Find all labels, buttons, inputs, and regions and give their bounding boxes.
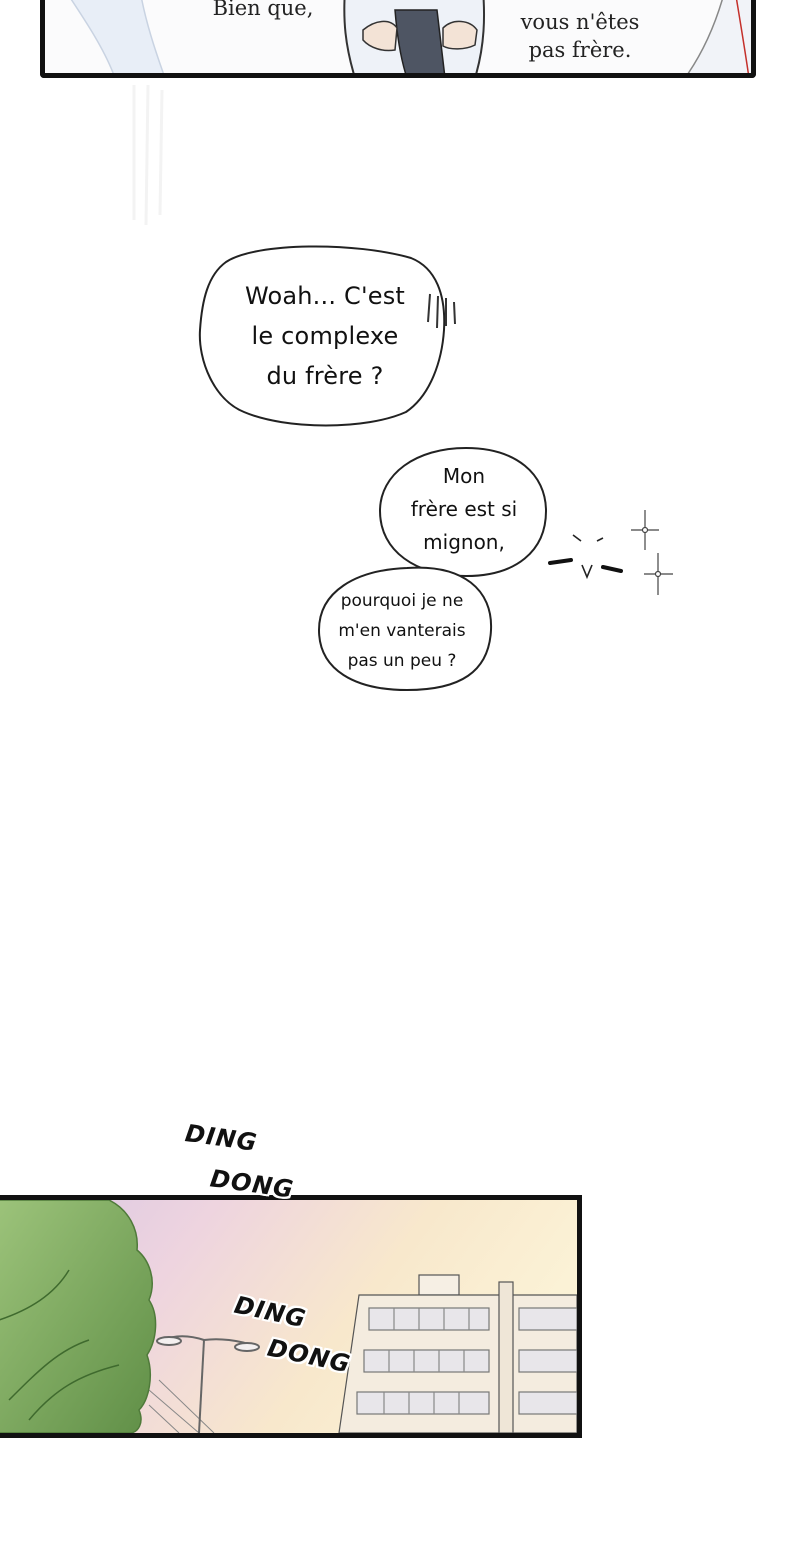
street-lamp (156, 1335, 260, 1433)
top-comic-panel: Bien que, vous n'êtes pas frère. (40, 0, 756, 78)
bottom-panel-artwork (0, 1200, 577, 1433)
speech-bubble-2-text: Mon frère est si mignon, (410, 464, 518, 554)
caption-left: Bien que, (212, 0, 314, 20)
tree (0, 1200, 157, 1433)
speech-bubble-3 (317, 566, 493, 692)
caption-right: vous n'êtes pas frère. (520, 10, 640, 62)
sfx-ding-outside: DING (183, 1119, 260, 1157)
smug-face-drawing (548, 510, 673, 595)
speech-bubble-1-text: Woah... C'est le complexe du frère ? (244, 282, 406, 390)
tension-lines (427, 293, 456, 329)
sparkle-icon (631, 510, 673, 595)
faint-sketch (132, 84, 164, 226)
speech-bubble-2 (378, 446, 548, 578)
bottom-comic-panel: DING DONG (0, 1195, 582, 1438)
speech-bubble-3-text: pourquoi je ne m'en vanterais pas un peu… (338, 591, 466, 671)
speech-bubble-1 (198, 245, 446, 427)
top-panel-artwork (70, 0, 751, 73)
building (338, 1274, 577, 1433)
